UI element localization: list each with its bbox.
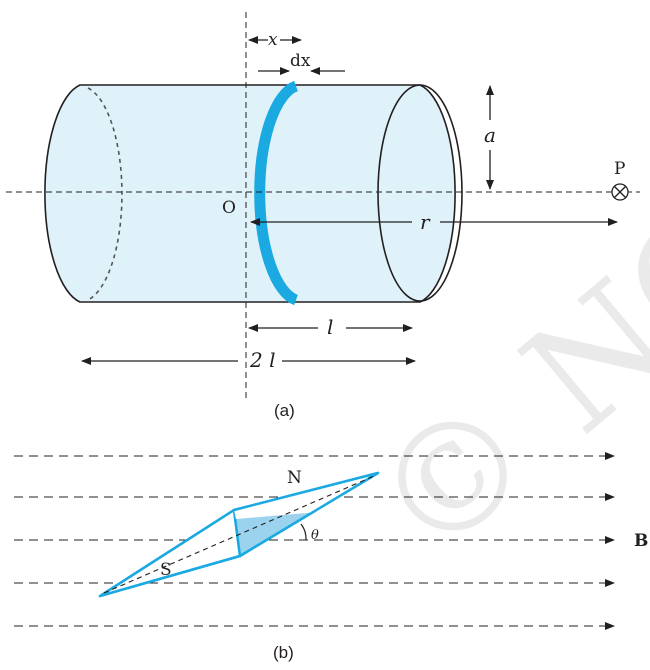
caption-a: (a) xyxy=(274,401,295,420)
needle-axis xyxy=(103,475,375,594)
label-l: l xyxy=(327,315,333,339)
label-x: x xyxy=(268,30,278,50)
label-theta: θ xyxy=(311,528,319,543)
figure-a: x dx a P O r l 2 l (a) xyxy=(6,12,640,420)
cylinder-right-end xyxy=(377,84,463,302)
label-r: r xyxy=(420,210,431,234)
label-S: S xyxy=(160,560,172,580)
label-2l: 2 l xyxy=(249,348,275,372)
cylinder-left-hidden-edge xyxy=(87,87,123,301)
current-ring-element xyxy=(254,80,299,306)
label-N: N xyxy=(287,468,302,488)
cylinder-body xyxy=(44,84,456,303)
label-P: P xyxy=(614,159,625,179)
figure-b: θ N S B (b) xyxy=(14,452,648,662)
label-dx: dx xyxy=(290,51,311,71)
magnetic-needle xyxy=(98,471,380,598)
theta-arc xyxy=(300,523,307,541)
caption-b: (b) xyxy=(273,643,294,662)
label-a: a xyxy=(484,123,496,147)
circle-cross-icon xyxy=(611,183,629,201)
needle-white-tip xyxy=(234,473,378,519)
label-O: O xyxy=(222,198,236,218)
label-B: B xyxy=(634,531,648,551)
